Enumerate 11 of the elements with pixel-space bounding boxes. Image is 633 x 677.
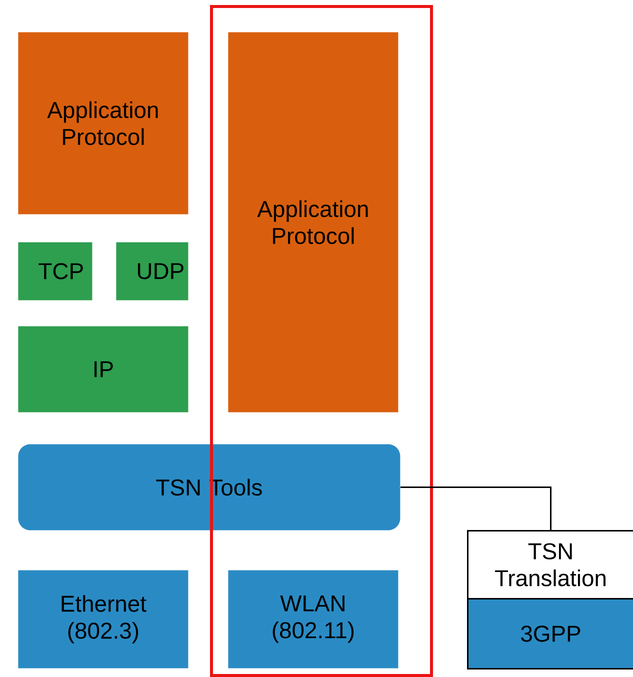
protocol-box: TCP — [18, 242, 92, 300]
layer-box: Ethernet (802.3) — [18, 570, 188, 668]
layer-box: 3GPP — [467, 598, 633, 670]
translation-box: TSN Translation — [467, 530, 633, 600]
protocol-box: Application Protocol — [228, 32, 398, 412]
highlight-frame — [210, 5, 433, 677]
connector-line — [400, 486, 552, 530]
protocol-box: IP — [18, 326, 188, 412]
protocol-box: Application Protocol — [18, 32, 188, 214]
protocol-box: UDP — [116, 242, 188, 300]
layer-box: WLAN (802.11) — [228, 570, 398, 668]
